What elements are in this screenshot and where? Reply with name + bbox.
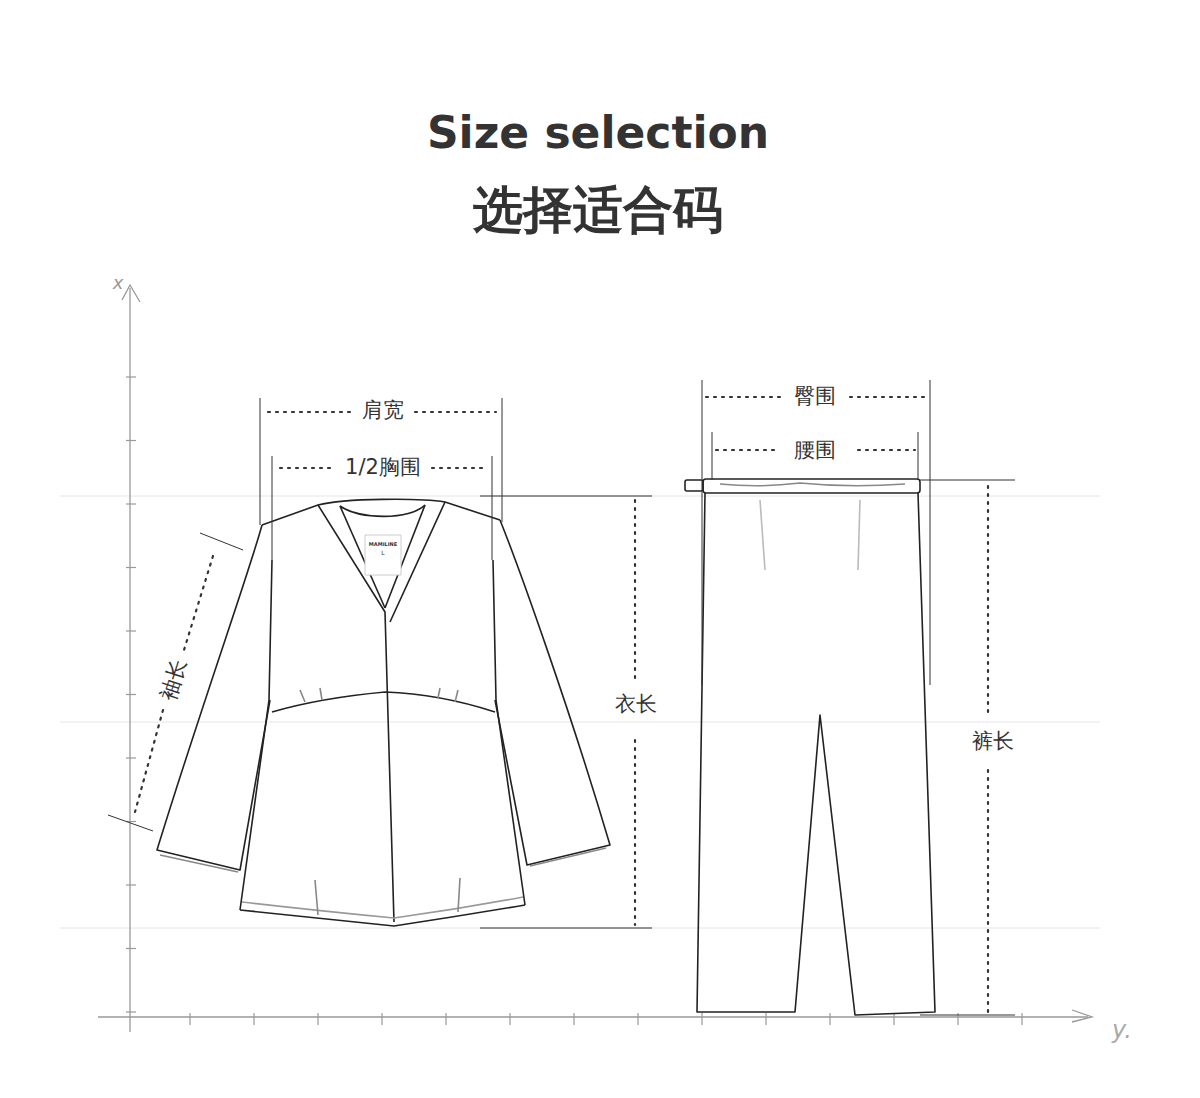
axis-tick <box>829 1013 830 1025</box>
axis-tick <box>893 1013 894 1025</box>
dimension-label: 裤长 <box>969 729 1017 754</box>
axis-tick <box>1021 1013 1022 1025</box>
dimension-label: 袖长 <box>155 653 194 706</box>
dimension-label: 腰围 <box>791 438 839 463</box>
axis-tick <box>126 757 136 758</box>
axis-tick <box>317 1013 318 1025</box>
garment-tag: MAMILINE <box>369 541 397 547</box>
garment-tag: L <box>381 549 384 556</box>
axis-tick <box>126 440 136 441</box>
axis-tick <box>381 1013 382 1025</box>
axis-tick <box>126 884 136 885</box>
axis-tick <box>126 503 136 504</box>
axis-tick <box>637 1013 638 1025</box>
axis-tick <box>701 1013 702 1025</box>
axis-tick <box>445 1013 446 1025</box>
axis-tick <box>126 1011 136 1012</box>
axis-tick <box>126 376 136 377</box>
axis-tick <box>126 630 136 631</box>
axis-tick <box>126 694 136 695</box>
dimension-label: 肩宽 <box>359 398 407 423</box>
dimension-label: 衣长 <box>612 692 660 717</box>
dimension-label: 1/2胸围 <box>342 455 424 480</box>
axis-tick <box>189 1013 190 1025</box>
subtitle: 选择适合码 <box>473 180 723 240</box>
axis-tick <box>253 1013 254 1025</box>
axis-tick <box>126 948 136 949</box>
axis-tick <box>765 1013 766 1025</box>
axis-tick <box>126 567 136 568</box>
axis-label: x <box>113 272 124 294</box>
axis-label: y. <box>1112 1016 1132 1045</box>
dimension-label: 臀围 <box>791 384 839 409</box>
title: Size selection <box>427 107 769 160</box>
axis-tick <box>509 1013 510 1025</box>
axis-tick <box>573 1013 574 1025</box>
